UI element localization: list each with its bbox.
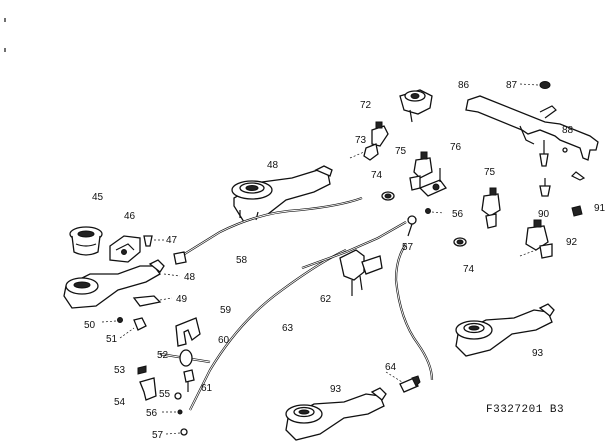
fitting-74-lower	[453, 237, 467, 247]
valve-73	[349, 121, 389, 161]
manifold-bracket	[465, 95, 599, 181]
screw-47	[143, 235, 164, 247]
label-86: 86	[458, 80, 470, 91]
valve-92	[519, 219, 553, 259]
label-87: 87	[506, 80, 518, 91]
label-93: 93	[532, 348, 544, 359]
label-52: 52	[157, 350, 169, 361]
label-60: 60	[218, 335, 230, 346]
label-45: 45	[92, 192, 104, 203]
label-59: 59	[220, 305, 232, 316]
label-63: 63	[282, 323, 294, 334]
label-54: 54	[114, 397, 126, 408]
nut-56-lower	[162, 409, 183, 415]
label-57: 57	[152, 430, 164, 441]
label-92: 92	[566, 237, 578, 248]
label-56: 56	[452, 209, 464, 220]
part-labels: 45 46 47 48 48 49 50 51 52 53 54 55 56 5…	[84, 80, 606, 441]
screw-53	[137, 365, 147, 375]
label-58: 58	[236, 255, 248, 266]
lead-48-left	[163, 273, 181, 277]
fitting-74-upper	[381, 191, 395, 201]
manifold-62	[301, 221, 407, 296]
bracket-46	[109, 235, 141, 263]
label-51: 51	[106, 334, 118, 345]
fitting-55	[174, 392, 182, 400]
screw-50	[101, 317, 123, 323]
figure-code: F3327201 B3	[486, 404, 564, 416]
burner-cap-45	[69, 226, 103, 256]
valve-75-right	[481, 187, 501, 229]
label-93: 93	[330, 384, 342, 395]
label-47: 47	[166, 235, 178, 246]
fitting-57-upper	[407, 215, 417, 237]
label-62: 62	[320, 294, 332, 305]
gas-tube-58	[173, 196, 363, 265]
label-57: 57	[402, 242, 414, 253]
label-73: 73	[355, 135, 367, 146]
nut-56-upper	[425, 208, 445, 214]
label-88: 88	[562, 125, 574, 136]
label-53: 53	[114, 365, 126, 376]
label-49: 49	[176, 294, 188, 305]
label-64: 64	[385, 362, 397, 373]
fitting-64	[385, 371, 421, 393]
label-75: 75	[395, 146, 407, 157]
bracket-59	[175, 317, 201, 347]
label-46: 46	[124, 211, 136, 222]
tee-fitting-76	[418, 168, 448, 197]
label-76: 76	[450, 142, 462, 153]
gas-tube-63	[189, 249, 347, 411]
screw-88	[539, 140, 549, 167]
burner-48-upper	[231, 165, 333, 223]
clip-90	[539, 178, 551, 197]
label-91: 91	[594, 203, 606, 214]
label-50: 50	[84, 320, 96, 331]
clip-54	[139, 377, 157, 401]
fitting-57-lower	[165, 428, 188, 436]
burner-93-right	[455, 303, 555, 357]
label-74: 74	[463, 264, 475, 275]
gas-tube-right	[394, 243, 434, 381]
fitting-61	[183, 369, 195, 392]
label-55: 55	[159, 389, 171, 400]
clip-49	[132, 295, 173, 307]
burner-48-left	[63, 259, 165, 309]
label-74: 74	[371, 170, 383, 181]
label-61: 61	[201, 383, 213, 394]
label-48: 48	[184, 272, 196, 283]
screw-91	[571, 205, 583, 217]
burner-93-lower	[285, 387, 387, 441]
valve-72	[399, 89, 433, 123]
label-72: 72	[360, 100, 372, 111]
tube-60	[159, 349, 211, 367]
label-56: 56	[146, 408, 158, 419]
label-75: 75	[484, 167, 496, 178]
nut-51	[119, 317, 147, 339]
label-90: 90	[538, 209, 550, 220]
screw-87	[519, 81, 551, 89]
label-48: 48	[267, 160, 279, 171]
